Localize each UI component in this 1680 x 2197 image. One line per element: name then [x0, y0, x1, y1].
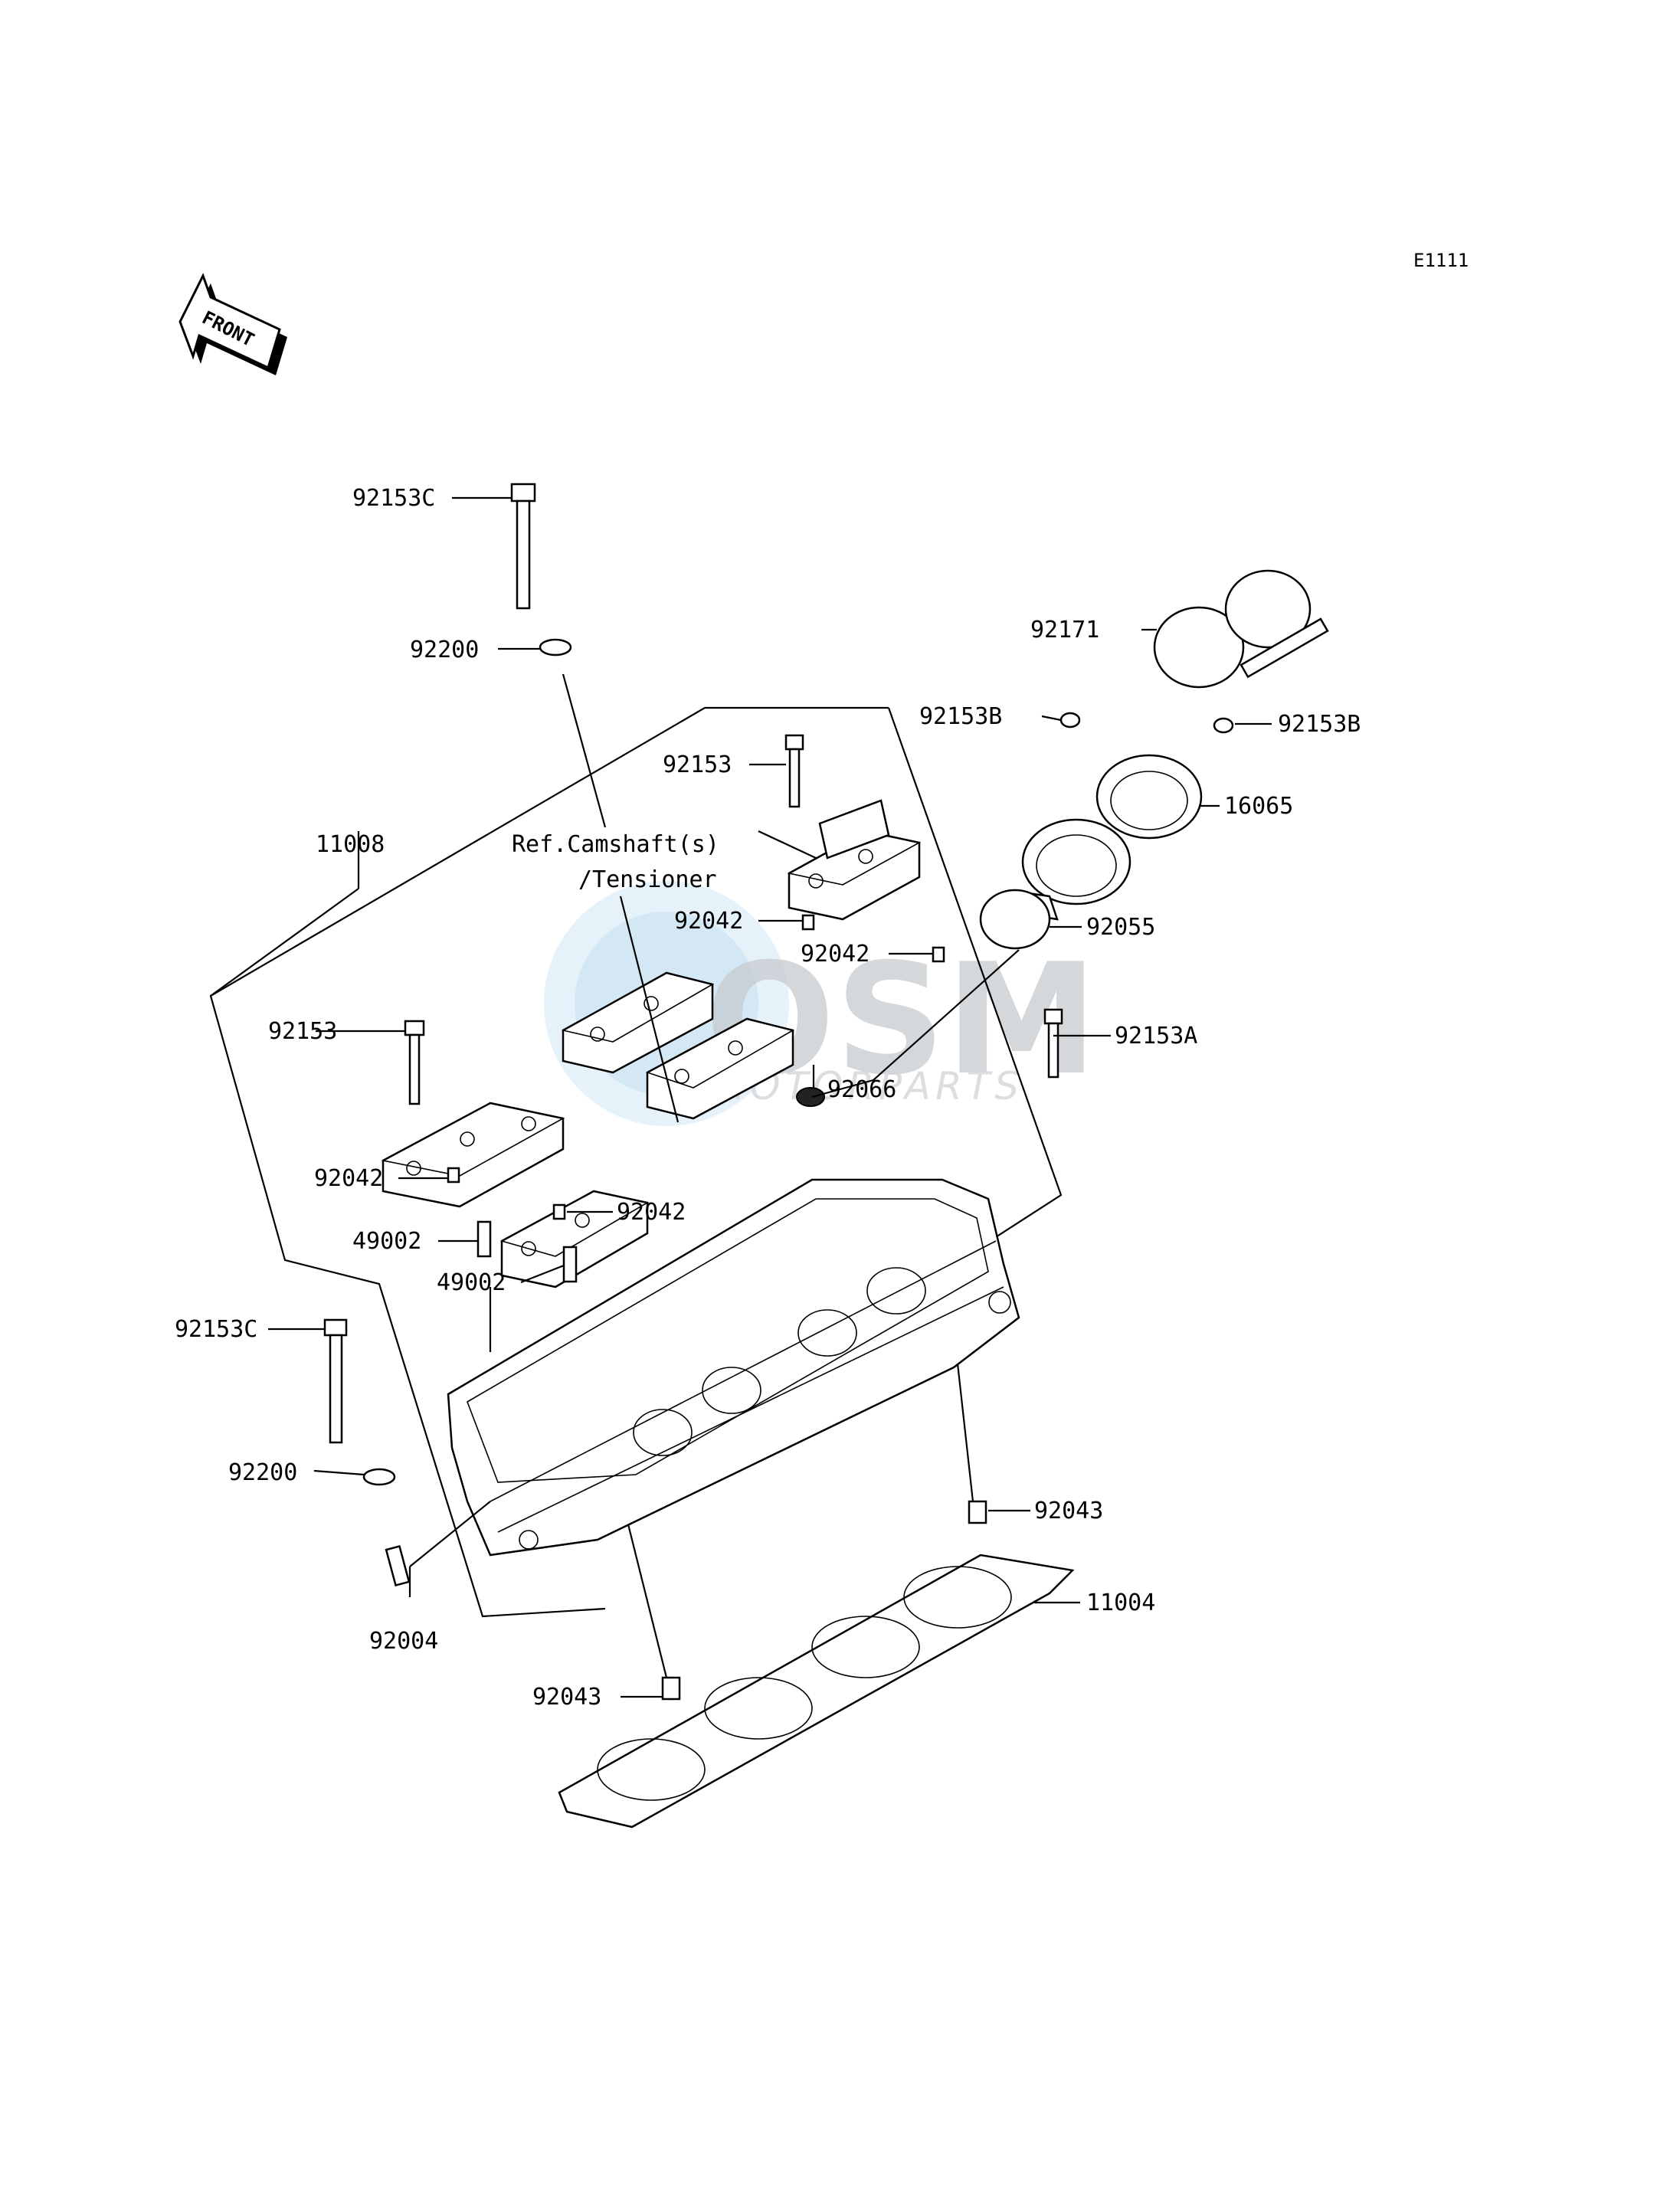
label-92153C-left: 92153C [175, 1316, 257, 1343]
bolt-92153-left-icon [404, 1020, 425, 1105]
dowel-92042-d-icon [552, 1203, 566, 1220]
label-11008: 11008 [316, 831, 385, 858]
label-49002-a: 49002 [352, 1228, 421, 1255]
label-92042-a: 92042 [674, 908, 743, 935]
label-92042-d: 92042 [617, 1199, 686, 1226]
dowel-92042-b-icon [932, 946, 945, 963]
intake-holder-right [1095, 754, 1203, 840]
part-labels: 92153C 92200 92153 11008 Ref.Camshaft(s)… [175, 485, 1361, 1711]
label-92066: 92066 [827, 1076, 896, 1103]
label-92200-top: 92200 [410, 637, 479, 663]
bolt-92153B-right-icon [1213, 717, 1234, 734]
washer-92200-top-icon [539, 638, 572, 656]
label-92171: 92171 [1030, 617, 1099, 643]
o-ring [979, 889, 1051, 950]
label-92004: 92004 [369, 1628, 438, 1655]
camshaft-cap-left-1 [381, 1102, 565, 1208]
bolt-92153A-icon [1043, 1008, 1063, 1079]
label-92153C-top: 92153C [352, 485, 435, 512]
dowel-92043-bottom-icon [661, 1676, 681, 1701]
label-92042-c: 92042 [314, 1165, 383, 1192]
washer-92200-left-icon [362, 1468, 396, 1486]
label-92200-left: 92200 [228, 1459, 297, 1486]
watermark-brand: OSM [705, 931, 1098, 1109]
label-92055: 92055 [1086, 914, 1155, 941]
stud-92004-icon [385, 1544, 411, 1587]
head-gasket [558, 1554, 1075, 1829]
clamp-left [1153, 606, 1245, 689]
label-92043-right: 92043 [1034, 1498, 1103, 1524]
label-92153B-right: 92153B [1278, 711, 1361, 738]
label-92043-bottom: 92043 [532, 1684, 601, 1711]
front-arrow-icon: FRONT [178, 273, 287, 375]
label-92042-b: 92042 [801, 941, 869, 968]
dowel-92042-a-icon [801, 914, 815, 931]
camshaft-cap-center-1 [561, 971, 715, 1074]
label-92153-left: 92153 [268, 1018, 337, 1045]
ref-camshaft-line2: /Tensioner [578, 866, 717, 893]
valve-guide-49002-a-icon [476, 1220, 492, 1258]
camshaft-cap-center-2 [645, 1017, 795, 1120]
plug-92066-icon [796, 1087, 825, 1107]
cylinder-head [447, 1178, 1020, 1557]
leader-lines [268, 496, 1272, 1698]
label-11004: 11004 [1086, 1590, 1155, 1616]
tensioner-bracket [818, 799, 890, 859]
valve-guide-49002-b-icon [562, 1246, 578, 1283]
label-16065: 16065 [1224, 793, 1293, 820]
clamp-right [1224, 569, 1329, 679]
label-92153A: 92153A [1115, 1023, 1197, 1049]
label-92153B-left: 92153B [919, 703, 1002, 730]
bolt-92153C-left-icon [323, 1318, 348, 1444]
dowel-92043-right-icon [968, 1500, 987, 1524]
bolt-92153B-left-icon [1059, 712, 1081, 729]
label-49002-b: 49002 [437, 1269, 506, 1296]
dowel-92042-c-icon [447, 1167, 460, 1184]
label-92153-cap: 92153 [663, 751, 732, 778]
diagram-code: E1111 [1413, 250, 1469, 271]
bolt-92153-cap-icon [784, 734, 804, 808]
bolt-92153C-top-icon [510, 483, 536, 610]
ref-camshaft-line1: Ref.Camshaft(s) [512, 831, 719, 858]
